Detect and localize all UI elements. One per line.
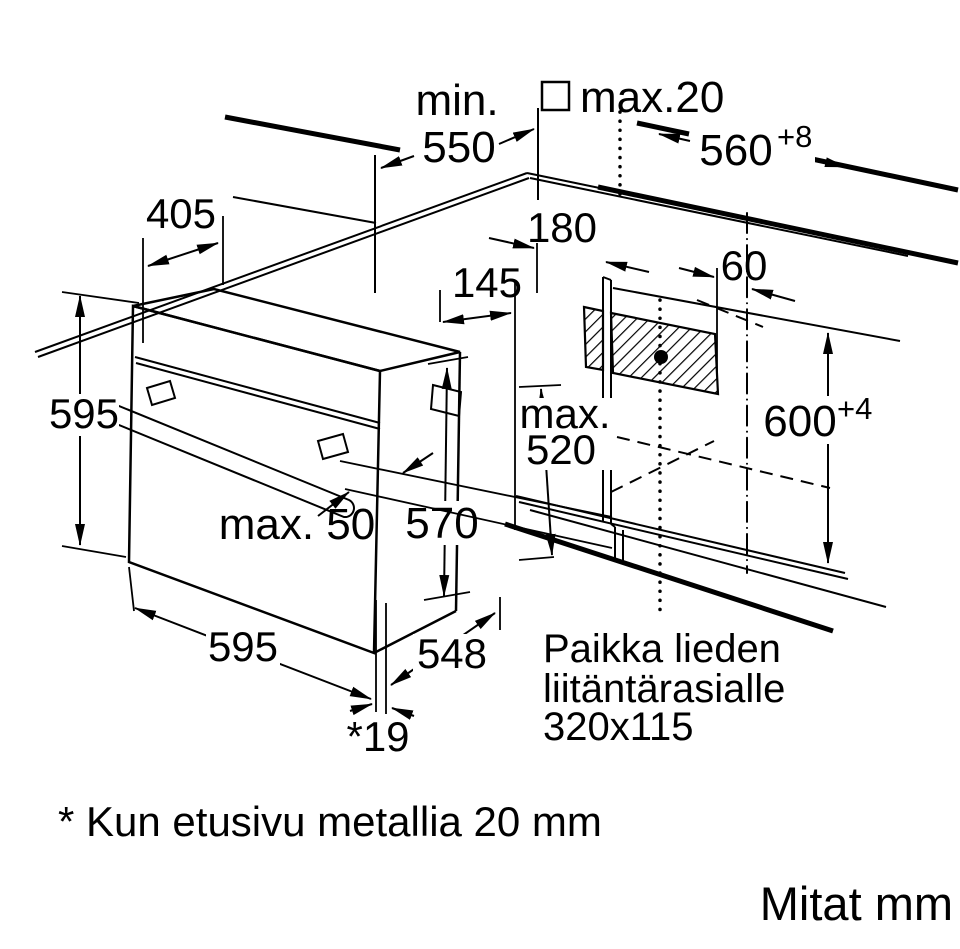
dim-box-center-offset: 60 <box>678 242 796 373</box>
connection-point-dot <box>654 350 668 364</box>
note-line-2: liitäntärasialle <box>543 667 785 711</box>
control-panel-line-1 <box>134 356 381 424</box>
note-line-3: 320x115 <box>543 705 694 749</box>
dim-handle-clearance: max. 50 <box>219 452 613 549</box>
oven-back-edge <box>454 351 462 612</box>
dim-handle-clearance-value: max. 50 <box>219 500 376 549</box>
dim-recess-value: 520 <box>526 426 596 473</box>
dim-niche-height-tolerance: +4 <box>837 391 872 426</box>
dim-side-offset-value: 145 <box>452 259 522 306</box>
dim-niche-width-value: 560 <box>699 126 772 175</box>
dim-niche-height-value: 600 <box>763 397 836 446</box>
square-symbol <box>540 80 571 112</box>
dim-counter-depth-value: 550 <box>422 123 495 172</box>
dim-front-panel-thickness: *19 <box>346 600 415 760</box>
dim-box-front-offset-value: 180 <box>527 204 597 251</box>
dim-box-center-offset-value: 60 <box>721 242 768 289</box>
niche-hidden-edge-top <box>696 299 764 328</box>
handle-bracket-left <box>145 379 177 407</box>
dim-top-depth-value: 405 <box>146 190 216 237</box>
dim-oven-depth-value: 548 <box>417 630 487 677</box>
dim-top-depth: 405 <box>142 190 224 343</box>
dim-niche-depth-value: 570 <box>405 499 478 548</box>
niche-hidden-edge-back-bottom <box>616 436 831 489</box>
dim-niche-width-tolerance: +8 <box>777 119 812 154</box>
dim-side-offset: 145 <box>439 259 522 530</box>
dim-oven-height: 595 <box>47 291 140 558</box>
connection-box <box>582 298 720 614</box>
niche-hidden-edge-floor <box>610 440 715 493</box>
units-note: Mitat mm <box>760 877 953 930</box>
dim-top-gap-value: max.20 <box>580 73 724 122</box>
dim-oven-height-value: 595 <box>49 390 119 437</box>
dim-recess: max. 520 <box>518 384 614 561</box>
oven-top-face <box>132 287 461 373</box>
dim-top-gap: max.20 <box>540 73 724 122</box>
dim-box-front-offset: 180 <box>488 204 650 293</box>
dim-front-panel-thickness-value: *19 <box>346 713 409 760</box>
dim-recess-label: max. <box>519 390 610 437</box>
connection-box-strip <box>582 305 605 372</box>
dim-oven-width: 595 <box>128 566 372 700</box>
footnote: * Kun etusivu metallia 20 mm <box>58 798 602 845</box>
dim-niche-depth: 570 <box>405 356 479 601</box>
dim-oven-depth: 548 <box>390 597 501 686</box>
control-panel-line-2 <box>135 362 381 430</box>
handle-bracket-right <box>316 432 350 461</box>
dim-niche-height: 600 +4 <box>760 332 872 564</box>
dim-counter-depth-label: min. <box>415 76 498 125</box>
dim-oven-width-value: 595 <box>208 623 278 670</box>
note-line-1: Paikka lieden <box>543 627 781 671</box>
dim-niche-width: 560 +8 <box>658 119 847 175</box>
connection-box-note: Paikka lieden liitäntärasialle 320x115 <box>543 627 785 749</box>
dim-counter-depth: min. 550 <box>380 76 535 172</box>
